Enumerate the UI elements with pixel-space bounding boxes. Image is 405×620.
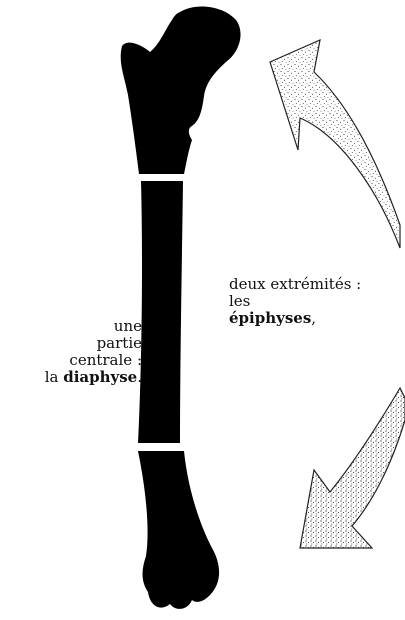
diaphysis-label-line-1: une: [45, 318, 142, 335]
epiphyses-label-suffix: ,: [311, 309, 316, 327]
diaphysis-label-prefix: la: [45, 368, 64, 386]
arrow-to-distal-epiphysis: [300, 388, 405, 548]
diaphysis-label-suffix: .: [137, 368, 142, 386]
diaphysis-label-line-2: partie: [45, 335, 142, 352]
epiphyses-label-line-2: les: [229, 293, 361, 310]
diaphysis-label-line-3: centrale :: [45, 352, 142, 369]
epiphyses-label: deux extrémités : les épiphyses,: [229, 276, 361, 327]
diaphysis-shaft: [138, 181, 183, 443]
diaphysis-label: une partie centrale : la diaphyse.: [45, 318, 142, 386]
epiphyses-label-line-3: épiphyses,: [229, 310, 361, 327]
proximal-epiphysis: [121, 6, 241, 174]
epiphyses-term: épiphyses: [229, 309, 311, 327]
diaphysis-term: diaphyse: [63, 368, 137, 386]
distal-epiphysis: [138, 451, 219, 609]
diaphysis-label-line-4: la diaphyse.: [45, 369, 142, 386]
epiphyses-label-line-1: deux extrémités :: [229, 276, 361, 293]
arrow-to-proximal-epiphysis: [270, 40, 400, 248]
